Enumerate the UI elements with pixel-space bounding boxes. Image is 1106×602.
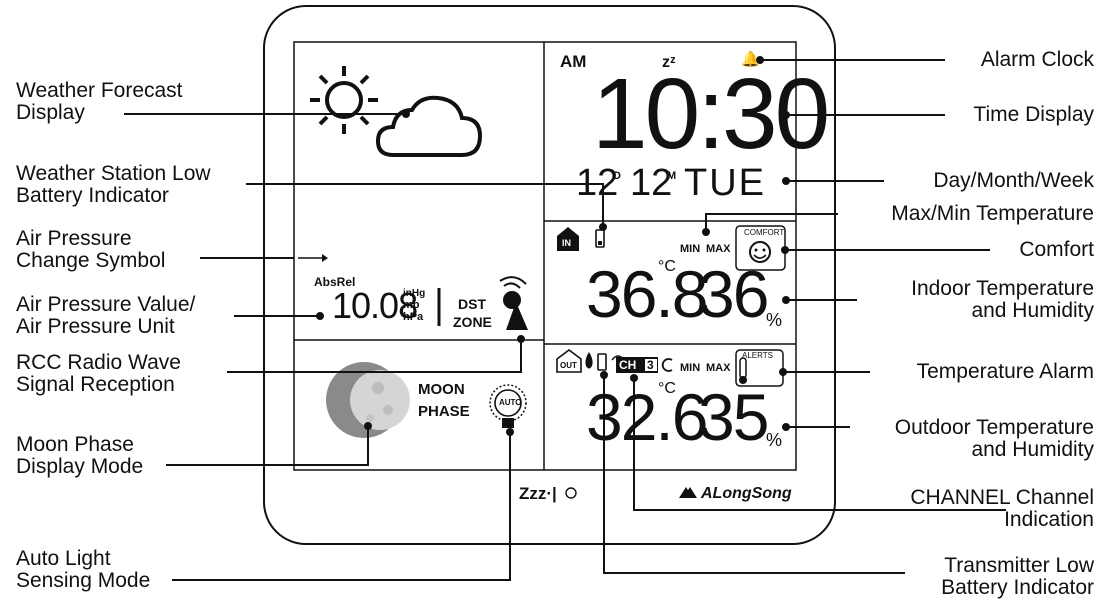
phase-label: PHASE [418, 403, 470, 420]
auto-bulb-icon [489, 384, 527, 428]
out-min-label: MIN [680, 362, 701, 374]
out-max-label: MAX [706, 362, 731, 374]
outdoor-house-icon [556, 349, 582, 373]
outdoor-temperature: 32.6 [586, 380, 708, 454]
drop-icon [585, 352, 593, 369]
screen-border [293, 41, 797, 471]
home-icon [557, 227, 579, 251]
label-comfort: Comfort [1019, 238, 1094, 261]
sleep-light-label: Zzz·| [519, 484, 557, 503]
leader-lines [124, 110, 607, 581]
alerts-label: ALERTS [742, 351, 773, 360]
channel-number: 3 [647, 358, 654, 372]
moon-label: MOON [418, 381, 465, 398]
outdoor-temp-unit: °C [658, 380, 676, 397]
alarm-bell-icon: 🔔 [741, 51, 760, 68]
label-temp-alarm: Temperature Alarm [916, 360, 1094, 383]
pressure-arrow-icon [298, 254, 328, 262]
label-time-display: Time Display [973, 103, 1094, 126]
outdoor-humidity: 35 [698, 380, 769, 454]
device-frame [263, 5, 836, 545]
channel-label: CH [619, 358, 637, 372]
unit-hpa: hPa [403, 311, 424, 323]
brand-logo-icon [679, 487, 697, 498]
label-max-min-temp: Max/Min Temperature [891, 202, 1094, 225]
time-display: 10:30 [592, 58, 830, 170]
indoor-humidity-unit: % [766, 310, 783, 330]
in-min-label: MIN [680, 243, 701, 255]
smiley-icon [749, 241, 771, 263]
zone-label: ZONE [453, 314, 492, 330]
transmitter-battery-icon [597, 353, 607, 371]
outdoor-humidity-unit: % [766, 430, 783, 450]
satellite-dish-icon [499, 276, 528, 330]
moon-icon [326, 362, 410, 438]
day-number: 12 [576, 162, 619, 204]
auto-label: AUTO [499, 398, 522, 407]
sun-icon [310, 66, 378, 134]
indoor-temperature: 36.8 [586, 257, 708, 331]
brand-name: ALongSong [701, 485, 792, 502]
refresh-icon [661, 358, 673, 372]
in-tag: IN [562, 238, 571, 248]
station-battery-icon [595, 229, 605, 248]
month-mark: M [667, 170, 677, 182]
in-max-label: MAX [706, 243, 731, 255]
label-alarm-clock: Alarm Clock [980, 48, 1094, 71]
unit-inhg: inHg [403, 288, 426, 299]
indoor-temp-unit: °C [658, 258, 676, 275]
comfort-label: COMFORT [744, 228, 785, 237]
dst-label: DST [458, 296, 486, 312]
out-tag: OUT [560, 361, 577, 370]
pressure-type: AbsRel [314, 275, 356, 289]
indoor-humidity: 36 [698, 257, 769, 331]
am-indicator: AM [560, 52, 587, 71]
pressure-value: 10.08 [332, 285, 418, 326]
thermometer-icon [739, 357, 747, 384]
label-day-month-week: Day/Month/Week [933, 169, 1094, 192]
cloud-icon [375, 95, 483, 157]
month-number: 12 [630, 162, 673, 204]
day-mark: D [613, 170, 621, 182]
label-pressure-value: Air Pressure Value/Air Pressure Unit [16, 293, 196, 338]
weekday: TUE [684, 162, 766, 204]
light-icon [565, 487, 577, 499]
sleep-indicator: zᶻ [662, 54, 676, 71]
unit-mb: mb [403, 299, 420, 311]
